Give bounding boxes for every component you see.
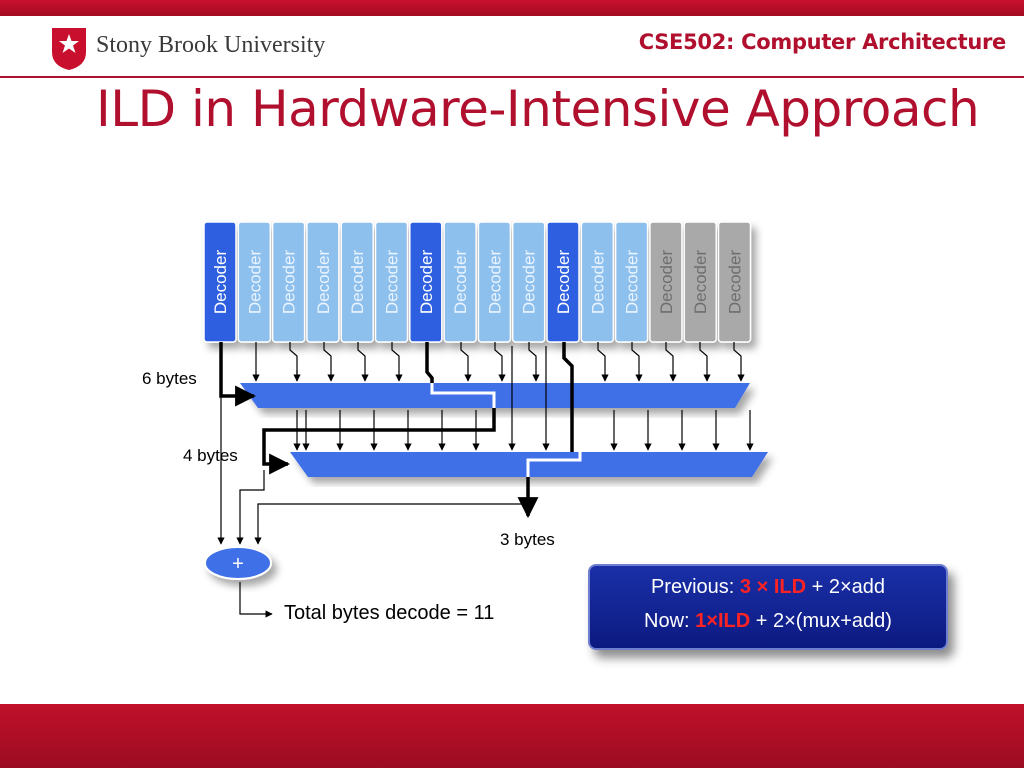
decoder-block	[237, 221, 272, 343]
label-3-bytes: 3 bytes	[500, 530, 555, 549]
header-divider	[0, 76, 1024, 78]
decoder-label: Decoder	[451, 250, 470, 315]
decoder-label: Decoder	[657, 250, 676, 315]
page-title: ILD in Hardware-Intensive Approach	[96, 80, 980, 138]
decoder-label: Decoder	[211, 250, 230, 315]
decoder-label: Decoder	[280, 250, 299, 315]
decoder-label: Decoder	[554, 250, 573, 315]
result-label: Total bytes decode = 11	[284, 602, 495, 624]
adder-symbol: +	[232, 553, 244, 575]
ild-diagram: Decoder Decoder Decoder Decoder Decoder Decod…	[203, 221, 768, 618]
decoder-label: Decoder	[623, 250, 642, 315]
mux1-inputs	[252, 342, 745, 382]
decoder-label: Decoder	[314, 250, 333, 315]
adder-inputs	[217, 396, 529, 618]
path-4-bytes	[262, 408, 496, 475]
now-suffix: + 2×(mux+add)	[750, 610, 892, 632]
decoder-block	[443, 221, 477, 343]
decoder-label: Decoder	[520, 250, 539, 315]
university-name: Stony Brook University	[96, 32, 326, 58]
decoder-label: Decoder	[348, 250, 367, 315]
now-line: Now: 1×ILD + 2×(mux+add)	[590, 610, 946, 633]
decoder-label: Decoder	[691, 250, 710, 315]
previous-prefix: Previous:	[650, 576, 740, 598]
decoder-label: Decoder	[245, 250, 264, 315]
adder	[204, 546, 272, 580]
decoder-block	[580, 221, 615, 343]
decoder-array: Decoder Decoder Decoder Decoder Decoder Decod…	[203, 221, 752, 343]
decoder-label: Decoder	[726, 250, 745, 315]
university-logo: Stony Brook University	[50, 26, 350, 72]
decoder-label: Decoder	[383, 250, 402, 315]
label-4-bytes: 4 bytes	[183, 446, 238, 465]
decoder-block	[340, 221, 374, 343]
now-prefix: Now:	[644, 610, 696, 632]
course-title: CSE502: Computer Architecture	[638, 30, 1007, 54]
decoder-label: Decoder	[485, 250, 504, 315]
decoder-block	[306, 221, 340, 343]
decoder-label: Decoder	[588, 250, 607, 315]
shield-icon	[52, 28, 86, 70]
footer-banner	[0, 704, 1024, 768]
decoder-block	[271, 221, 306, 343]
decoder-label: Decoder	[417, 250, 436, 315]
top-banner	[0, 0, 1024, 16]
now-highlight: 1×ILD	[695, 610, 751, 632]
comparison-box: Previous: 3 × ILD + 2×add Now: 1×ILD + 2…	[588, 564, 948, 650]
label-6-bytes: 6 bytes	[142, 369, 197, 388]
previous-highlight: 3 × ILD	[739, 576, 807, 598]
previous-line: Previous: 3 × ILD + 2×add	[590, 576, 946, 599]
previous-suffix: + 2×add	[806, 576, 886, 598]
